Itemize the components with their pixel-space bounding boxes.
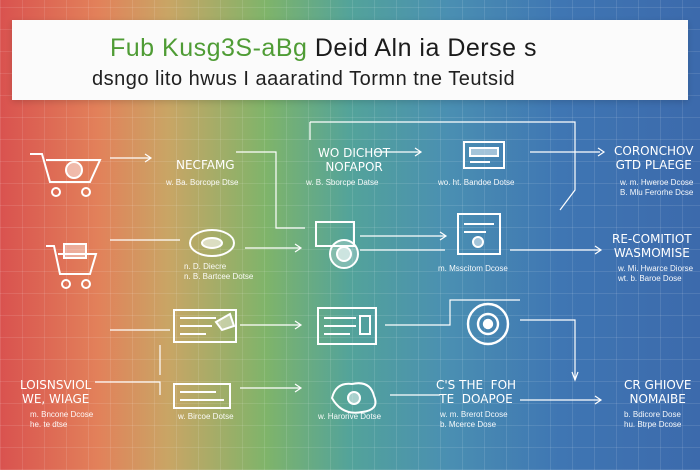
contact-card-icon: [173, 383, 231, 409]
node-8-sub: m. Bncone Dcose he. te dtse: [30, 410, 94, 429]
card-icon: [463, 141, 505, 169]
gear-splash-icon: [330, 382, 377, 414]
node-3-sub: wo. ht. Bandoe Dotse: [438, 178, 515, 187]
title-part-3: Deid Aln ia Derse s: [314, 34, 537, 62]
node-2-sub: w. B. Sborcpe Datse: [306, 178, 379, 187]
node-12-sub: b. Bdicore Dose hu. Btrpe Dcose: [624, 410, 682, 429]
title-banner: [12, 20, 688, 100]
node-7-sub: w. Mi. Hwarce Diorse wt. b. Baroe Dose: [618, 264, 694, 283]
node-11-label: C'S THE FOH TE DOAPOE: [436, 378, 517, 406]
cart-icon: [30, 153, 102, 197]
payment-card-icon: [457, 213, 501, 255]
globe-icon: [315, 221, 359, 269]
node-11-sub: w. m. Brerot Dcose b. Mcerce Dose: [440, 410, 508, 429]
chat-bubble-icon: [189, 229, 235, 257]
title-part-1: Fub: [110, 34, 155, 62]
browser-window-icon: [173, 309, 237, 343]
node-2-label: WO DICHOT NOFAPOR: [318, 146, 391, 174]
node-1-label: NECFAMG: [176, 158, 235, 172]
node-5-sub: n. D. Diecre n. B. Bartcee Dotse: [184, 262, 254, 281]
node-9-sub: w. Bircoe Dotse: [178, 412, 234, 421]
title-part-2: Kusg3S-aBg: [162, 34, 308, 62]
node-4-label: CORONCHOV GTD PLAEGE: [614, 144, 694, 172]
node-6-sub: m. Msscitom Dcose: [438, 264, 508, 273]
node-8-label: LOISNSVIOL WE, WIAGE: [20, 378, 92, 406]
node-4-sub: w. m. Hweroe Dcose B. Mlu Ferorhe Dcse: [620, 178, 694, 197]
webpage-icon: [317, 307, 377, 345]
node-10-sub: w. Harorive Dotse: [318, 412, 382, 421]
support-at-icon: [466, 302, 510, 346]
page-subtitle: dsngo lito hwus I aaaratind Tormn tne Te…: [92, 68, 516, 90]
node-7-label: RE-COMITIOT WASMOMISE: [612, 232, 692, 260]
node-1-sub: w. Ba. Borcope Dtse: [166, 178, 239, 187]
page-title: Fub Kusg3S-aBg Deid Aln ia Derse s: [110, 34, 537, 63]
cart-box-icon: [46, 243, 98, 289]
node-12-label: CR GHIOVE NOMAIBE: [624, 378, 692, 406]
